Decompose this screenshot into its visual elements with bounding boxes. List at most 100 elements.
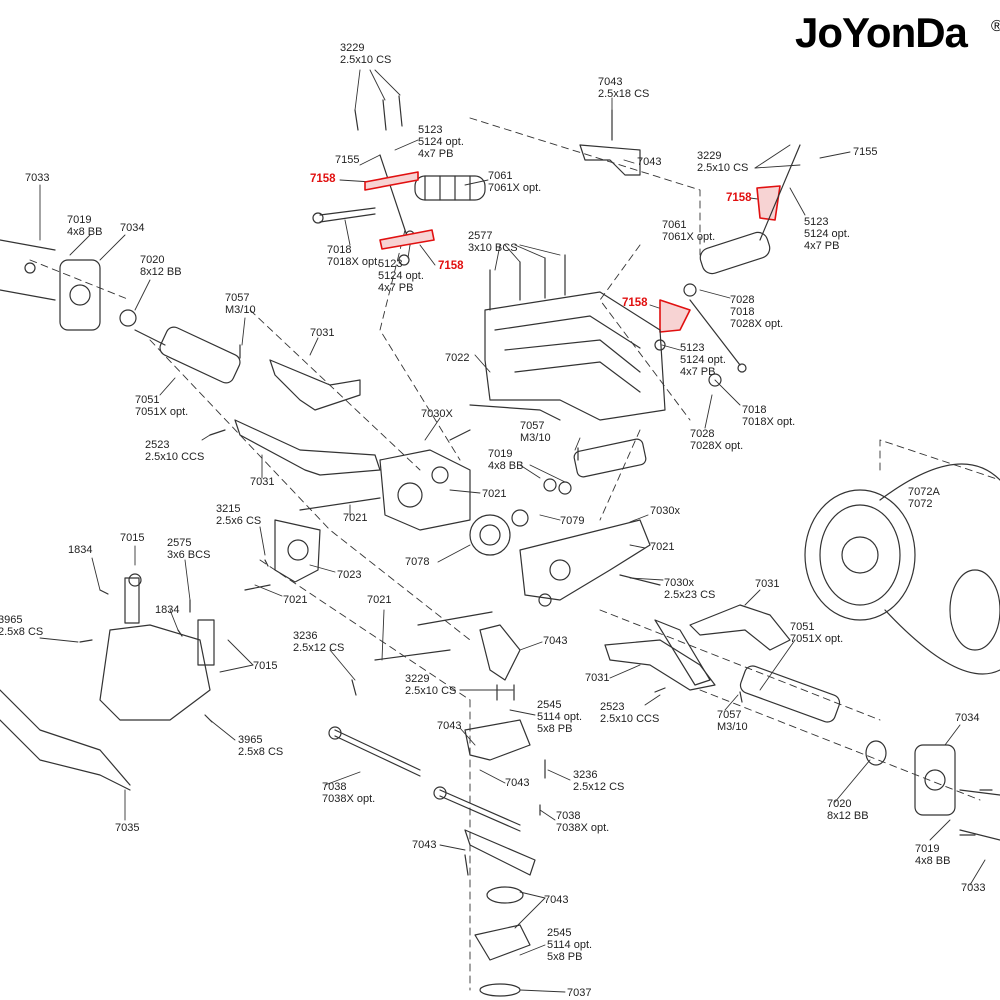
part-label-line: 5123 xyxy=(418,124,443,136)
part-label: 7030X xyxy=(421,408,453,420)
part-label-line: 7043 xyxy=(544,894,569,906)
part-label: 7155 xyxy=(853,146,877,158)
part-label-line: 7015 xyxy=(120,532,145,544)
part-label: 7023 xyxy=(337,569,361,581)
part-label-line: 3x10 BCS xyxy=(468,242,518,254)
part-label-line: 7051X opt. xyxy=(135,406,189,418)
part-label-line: M3/10 xyxy=(225,304,256,316)
part-label-line: 4x8 BB xyxy=(915,855,951,867)
part-label-line: 7020 xyxy=(827,798,852,810)
part-label: 7033 xyxy=(25,172,49,184)
part-label: 7021 xyxy=(482,488,506,500)
part-label-line: 7037 xyxy=(567,987,592,999)
part-label-line: 5124 opt. xyxy=(378,270,424,282)
part-label-line: 4x7 PB xyxy=(418,148,454,160)
front-suspension-arms xyxy=(604,604,791,691)
part-label-line: 7018X opt. xyxy=(742,416,796,428)
part-label-line: 7035 xyxy=(115,822,140,834)
part-label-line: 3965 xyxy=(238,734,263,746)
fasteners xyxy=(79,344,993,876)
part-label-line: 7038 xyxy=(322,781,347,793)
part-label-line: 7015 xyxy=(253,660,278,672)
part-label: 7043 xyxy=(637,156,661,168)
front-wheel-and-tire xyxy=(804,463,1000,675)
part-label-line: 7072A xyxy=(908,486,940,498)
part-label-line: 2577 xyxy=(468,230,493,242)
part-label-line: 8x12 BB xyxy=(140,266,182,278)
part-label-line: 2.5x23 CS xyxy=(664,589,716,601)
part-label-line: 7033 xyxy=(961,882,986,894)
part-label-line: 7020 xyxy=(140,254,165,266)
center-gearbox xyxy=(379,429,471,531)
part-label-line: 2545 xyxy=(547,927,572,939)
center-diff-and-gears xyxy=(469,438,647,556)
highlighted-part-label: 7158 xyxy=(726,192,752,204)
part-label: 7015 xyxy=(120,532,144,544)
part-label-line: 2.5x10 CS xyxy=(340,54,392,66)
bulkhead-plate xyxy=(274,519,321,583)
part-label-line: 7028X opt. xyxy=(690,440,744,452)
part-label-line: 3236 xyxy=(573,769,598,781)
rear-suspension-arms xyxy=(234,359,381,476)
part-label-line: 2.5x18 CS xyxy=(598,88,650,100)
part-label-line: 7030x xyxy=(664,577,694,589)
part-label-line: 7028 xyxy=(730,294,755,306)
steering-linkage xyxy=(328,624,536,997)
front-hub-carrier-right xyxy=(914,744,1000,841)
part-label-line: 7023 xyxy=(337,569,362,581)
part-label: 7078 xyxy=(405,556,429,568)
part-label-line: 2523 xyxy=(600,701,625,713)
part-label-line: 7051X opt. xyxy=(790,633,844,645)
part-label-line: 7030x xyxy=(650,505,680,517)
part-label-line: 7028X opt. xyxy=(730,318,784,330)
part-label: 7043 xyxy=(437,720,461,732)
part-label: 7034 xyxy=(955,712,979,724)
part-label: 7079 xyxy=(560,515,584,527)
red-shock-tower-link-7158 xyxy=(364,171,781,333)
part-label-line: 5123 xyxy=(378,258,403,270)
rear-hub-carrier-left xyxy=(0,239,137,331)
part-label-line: 7031 xyxy=(585,672,610,684)
part-label-line: 7043 xyxy=(598,76,623,88)
part-label-line: 7158 xyxy=(310,173,336,185)
part-label-line: 7155 xyxy=(853,146,878,158)
assembly-guide-lines xyxy=(29,117,1000,991)
part-label-line: 7158 xyxy=(622,297,648,309)
part-label-line: 7021 xyxy=(650,541,675,553)
part-label-line: 4x7 PB xyxy=(680,366,716,378)
part-label-line: 2.5x10 CS xyxy=(405,685,457,697)
part-label-line: 7061X opt. xyxy=(488,182,542,194)
part-label-line: 7155 xyxy=(335,154,360,166)
part-label-line: 7022 xyxy=(445,352,470,364)
rear-shock-assembly xyxy=(312,95,486,266)
part-label: 7021 xyxy=(283,594,307,606)
part-label: 7035 xyxy=(115,822,139,834)
callout-leader-lines xyxy=(39,69,986,993)
part-label-line: 5x8 PB xyxy=(537,723,573,735)
part-label-line: 7021 xyxy=(343,512,368,524)
part-label: 7021 xyxy=(343,512,367,524)
part-label-line: 3215 xyxy=(216,503,241,515)
part-label-line: 7038 xyxy=(556,810,581,822)
part-label-line: 2.5x10 CCS xyxy=(145,451,205,463)
part-label: 7030x xyxy=(650,505,680,517)
